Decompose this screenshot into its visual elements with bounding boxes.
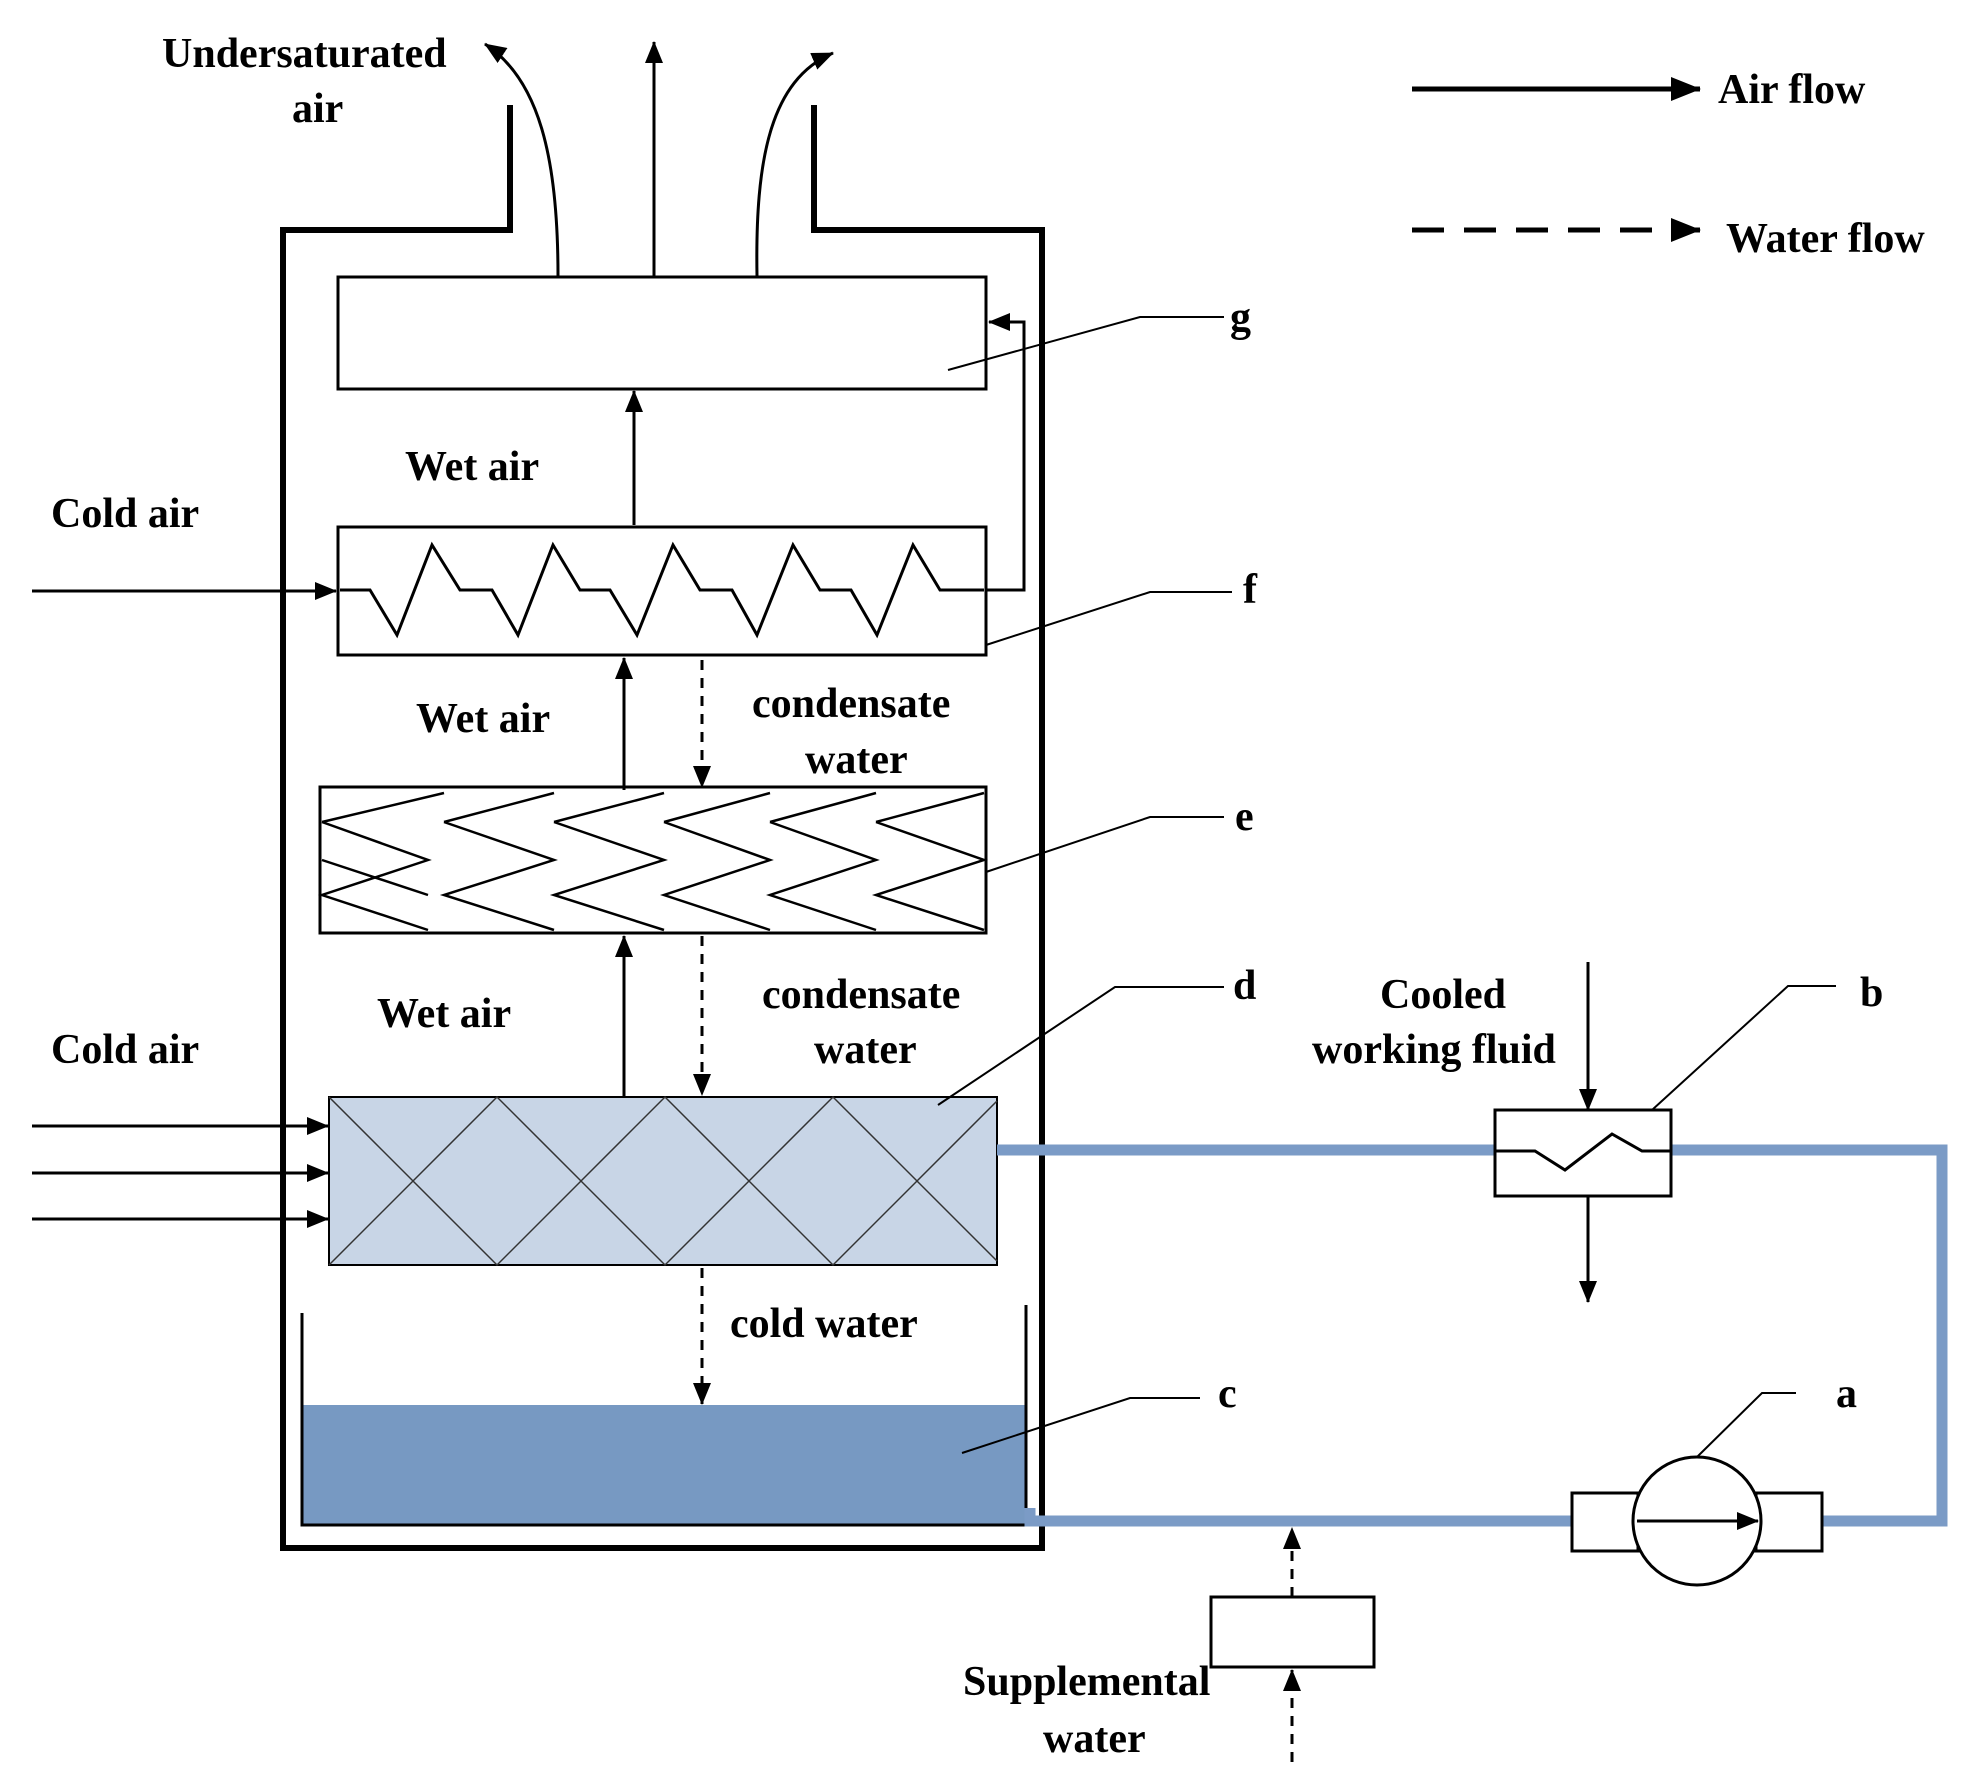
supplemental-water-label-line1: Supplemental <box>963 1659 1210 1705</box>
legend-water-flow-label: Water flow <box>1726 216 1925 262</box>
wet-air-label-top: Wet air <box>405 444 539 490</box>
packing-diamond-row-a <box>328 1095 998 1183</box>
component-d-crosshatch <box>328 1095 998 1267</box>
legend-air-flow-label: Air flow <box>1718 67 1866 113</box>
chevron-column-6 <box>875 791 985 824</box>
wet-air-label-middle: Wet air <box>416 696 550 742</box>
supplemental-water-tank <box>1209 1595 1376 1669</box>
tag-b: b <box>1860 970 1883 1016</box>
legend: Air flow Water flow <box>1412 67 1925 262</box>
chevron-column-5b <box>766 820 880 932</box>
tag-c: c <box>1218 1371 1237 1417</box>
packing-diamond-row-b <box>328 1179 998 1267</box>
return-line-f-to-g <box>986 313 1026 592</box>
heat-exchanger-coil <box>1495 1132 1671 1172</box>
chevron-column-4b <box>660 820 774 932</box>
component-d-packing <box>328 1096 998 1266</box>
cooled-working-fluid-label-line2: working fluid <box>1312 1027 1556 1073</box>
tag-e: e <box>1235 794 1254 840</box>
component-c-water-pool <box>302 1405 1025 1525</box>
leader-g <box>947 316 1224 371</box>
condensate-label-lower-line1: condensate <box>762 972 960 1018</box>
condensate-label-lower-line2: water <box>814 1027 917 1073</box>
component-e-chevrons <box>318 791 988 932</box>
pipe-top-run-right <box>1672 1144 1948 1527</box>
chevron-column-6b <box>871 820 988 932</box>
undersaturated-air-label-line1: Undersaturated <box>162 31 447 77</box>
component-tag-leaders <box>937 316 1836 1458</box>
chevron-column-3b <box>549 820 668 932</box>
pump-inlet-housing <box>1570 1491 1640 1553</box>
tag-f: f <box>1243 567 1258 613</box>
component-f-box <box>336 525 988 657</box>
chevron-column-1 <box>321 791 445 824</box>
tower-shell <box>280 105 1045 1551</box>
leader-d <box>937 986 1224 1106</box>
component-g-box <box>336 275 988 391</box>
tag-d: d <box>1233 963 1256 1009</box>
chevron-column-2b <box>439 820 558 932</box>
circulation-pipe <box>997 1144 1948 1527</box>
wet-air-label-bottom: Wet air <box>377 991 511 1037</box>
leader-f <box>985 591 1232 646</box>
outlet-air-arrows <box>484 41 834 277</box>
supplemental-water-label-line2: water <box>1043 1716 1146 1762</box>
basin-walls <box>300 1305 1028 1527</box>
component-b-heat-exchanger <box>1493 1108 1673 1198</box>
component-f-coil <box>340 541 984 639</box>
leader-e <box>985 816 1224 873</box>
chevron-column-3 <box>553 791 665 824</box>
condensate-label-upper-line1: condensate <box>752 681 950 727</box>
chevron-column-2 <box>443 791 555 824</box>
outlet-arrow-right <box>755 51 834 277</box>
cold-water-label: cold water <box>730 1301 918 1347</box>
condensate-label-upper-line2: water <box>805 737 908 783</box>
outlet-arrow-left <box>484 42 560 277</box>
undersaturated-air-label-line2: air <box>292 86 343 132</box>
leader-b <box>1651 985 1836 1111</box>
cooled-working-fluid-label-line1: Cooled <box>1380 972 1506 1018</box>
pipe-bottom-run-right <box>1024 1508 1572 1527</box>
tag-a: a <box>1836 1371 1857 1417</box>
pump-outlet-housing <box>1754 1491 1824 1553</box>
leader-a <box>1696 1392 1796 1458</box>
chevron-left-lower <box>321 858 429 897</box>
tag-g: g <box>1230 295 1251 341</box>
cold-air-label-lower: Cold air <box>51 1027 199 1073</box>
component-e-box <box>318 785 988 935</box>
chevron-column-5 <box>769 791 877 824</box>
cold-air-label-upper: Cold air <box>51 491 199 537</box>
leader-c <box>961 1397 1200 1454</box>
chevron-column-4 <box>663 791 771 824</box>
